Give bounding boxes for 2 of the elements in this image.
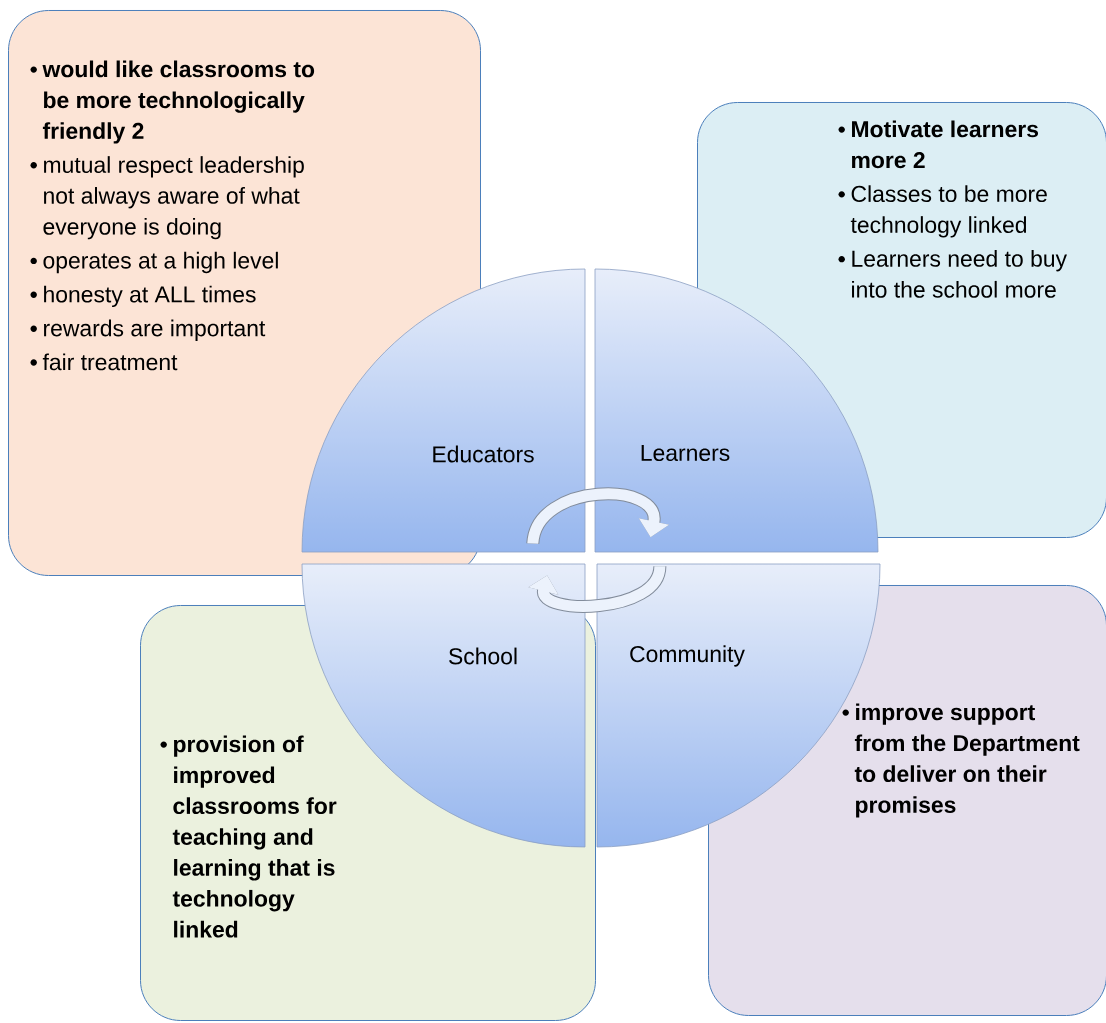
- cycle-arrow: [528, 564, 667, 613]
- cycle-arrow: [526, 487, 670, 546]
